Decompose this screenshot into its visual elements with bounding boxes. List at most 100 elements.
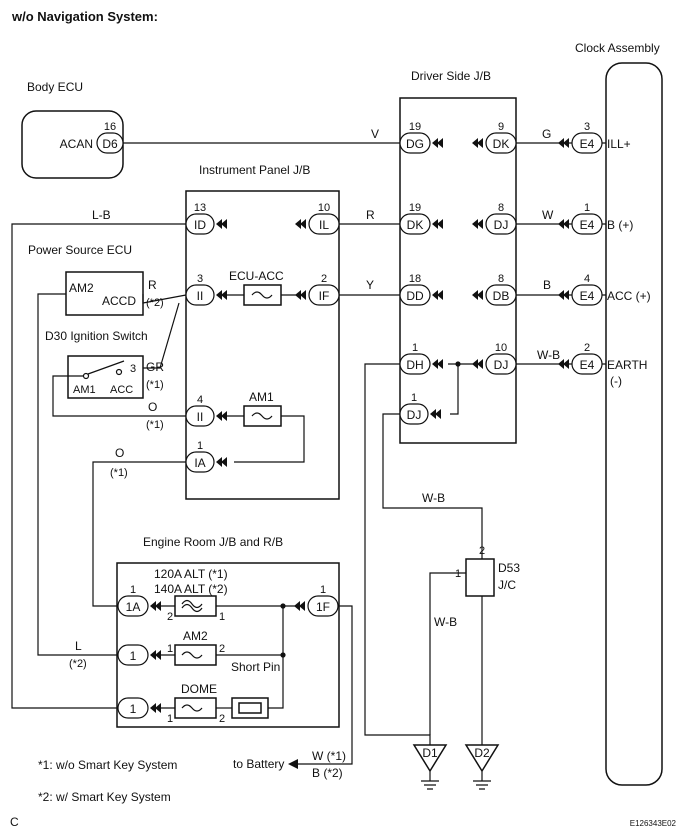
- clock-assembly-label: Clock Assembly: [575, 41, 660, 55]
- svg-text:120A ALT (*1): 120A ALT (*1): [154, 567, 228, 581]
- svg-text:W-B: W-B: [422, 491, 445, 505]
- ignition-switch-box: [67, 355, 144, 399]
- svg-text:1: 1: [130, 584, 136, 596]
- connector-pills: [96, 132, 603, 719]
- svg-text:W-B: W-B: [434, 615, 457, 629]
- svg-text:2: 2: [167, 611, 173, 623]
- svg-text:ACAN: ACAN: [60, 137, 93, 151]
- to-battery-arrow: [288, 759, 298, 769]
- fuse-labels: ECU-ACC AM1 120A ALT (*1) 140A ALT (*2) …: [154, 269, 284, 696]
- driver-side-jb-label: Driver Side J/B: [411, 69, 491, 83]
- svg-text:1F: 1F: [316, 600, 330, 614]
- svg-text:DJ: DJ: [407, 408, 422, 422]
- pin-numbers: 16 19 9 3 13 10 19 8 1 3 2 18 8 4 1 10 2…: [104, 121, 590, 725]
- svg-text:ACCD: ACCD: [102, 294, 136, 308]
- svg-text:ACC (+): ACC (+): [607, 289, 651, 303]
- svg-text:E4: E4: [580, 289, 595, 303]
- svg-text:W (*1): W (*1): [312, 749, 346, 763]
- svg-text:W-B: W-B: [537, 348, 560, 362]
- figure-code: E126343E02: [630, 819, 677, 828]
- svg-text:B: B: [543, 278, 551, 292]
- instrument-panel-jb-box: [185, 190, 340, 500]
- svg-text:ECU-ACC: ECU-ACC: [229, 269, 284, 283]
- power-source-ecu-label: Power Source ECU: [28, 243, 132, 257]
- svg-text:16: 16: [104, 121, 116, 133]
- svg-text:DH: DH: [406, 358, 423, 372]
- svg-text:(*1): (*1): [146, 419, 164, 431]
- svg-text:19: 19: [409, 202, 421, 214]
- connector-labels: D6 DG DK E4 ID IL DK DJ E4 II IF DD DB E…: [102, 137, 594, 760]
- svg-text:1: 1: [320, 584, 326, 596]
- svg-text:1: 1: [167, 643, 173, 655]
- svg-text:1: 1: [197, 440, 203, 452]
- svg-text:E4: E4: [580, 218, 595, 232]
- svg-text:IF: IF: [319, 289, 330, 303]
- svg-text:1: 1: [584, 202, 590, 214]
- svg-text:140A ALT (*2): 140A ALT (*2): [154, 582, 228, 596]
- svg-text:DD: DD: [406, 289, 424, 303]
- svg-text:9: 9: [498, 121, 504, 133]
- power-source-ecu-box: [65, 271, 144, 316]
- svg-text:(*2): (*2): [146, 297, 164, 309]
- svg-text:4: 4: [584, 273, 590, 285]
- svg-text:(*1): (*1): [110, 467, 128, 479]
- svg-text:II: II: [197, 289, 204, 303]
- svg-text:DB: DB: [493, 289, 510, 303]
- svg-text:L: L: [75, 639, 82, 653]
- svg-text:D1: D1: [422, 746, 438, 760]
- svg-text:L-B: L-B: [92, 208, 111, 222]
- svg-text:4: 4: [197, 394, 203, 406]
- svg-text:O: O: [115, 446, 124, 460]
- svg-text:1: 1: [167, 713, 173, 725]
- ignition-switch-label: D30 Ignition Switch: [45, 329, 148, 343]
- svg-text:8: 8: [498, 273, 504, 285]
- wire-labels: V G L-B R W R Y B GR W-B O O W-B W-B L: [75, 127, 560, 653]
- ground-symbols: [412, 744, 500, 790]
- engine-room-jb-label: Engine Room J/B and R/B: [143, 535, 283, 549]
- svg-text:IL: IL: [319, 218, 329, 232]
- junction-connector-sub: J/C: [498, 578, 516, 592]
- footnote-1: *1: w/o Smart Key System: [38, 758, 177, 772]
- svg-text:10: 10: [495, 342, 507, 354]
- clock-assembly-box: [605, 62, 663, 786]
- svg-text:13: 13: [194, 202, 206, 214]
- svg-text:2: 2: [219, 643, 225, 655]
- svg-text:W: W: [542, 208, 554, 222]
- junction-connector-d53-box: [465, 558, 495, 597]
- svg-text:2: 2: [219, 713, 225, 725]
- corner-letter: C: [10, 815, 19, 829]
- svg-text:19: 19: [409, 121, 421, 133]
- svg-text:AM1: AM1: [73, 384, 96, 396]
- svg-text:O: O: [148, 400, 157, 414]
- option-notes: (*2) (*1) (*1) (*1) (*2) W (*1) B (*2): [69, 297, 346, 780]
- diagram-title: w/o Navigation System:: [11, 9, 158, 24]
- svg-text:1: 1: [411, 392, 417, 404]
- engine-room-jb-box: [116, 562, 340, 728]
- svg-text:R: R: [366, 208, 375, 222]
- svg-text:2: 2: [321, 273, 327, 285]
- svg-text:(*1): (*1): [146, 379, 164, 391]
- svg-text:B (+): B (+): [607, 218, 633, 232]
- svg-text:10: 10: [318, 202, 330, 214]
- svg-text:DK: DK: [407, 218, 424, 232]
- svg-text:ILL+: ILL+: [607, 137, 631, 151]
- svg-text:E4: E4: [580, 358, 595, 372]
- svg-text:DJ: DJ: [494, 218, 509, 232]
- svg-text:G: G: [542, 127, 551, 141]
- svg-text:18: 18: [409, 273, 421, 285]
- junction-dots: [280, 361, 461, 658]
- body-ecu-label: Body ECU: [27, 80, 83, 94]
- svg-text:Short Pin: Short Pin: [231, 660, 280, 674]
- svg-text:(-): (-): [610, 374, 622, 388]
- svg-text:3: 3: [130, 363, 136, 375]
- svg-text:V: V: [371, 127, 379, 141]
- svg-text:E4: E4: [580, 137, 595, 151]
- svg-text:3: 3: [584, 121, 590, 133]
- svg-text:DK: DK: [493, 137, 510, 151]
- svg-text:1: 1: [130, 702, 137, 716]
- svg-text:1: 1: [412, 342, 418, 354]
- svg-text:2: 2: [479, 545, 485, 557]
- instrument-panel-jb-label: Instrument Panel J/B: [199, 163, 310, 177]
- svg-text:1: 1: [130, 649, 137, 663]
- svg-text:Y: Y: [366, 278, 374, 292]
